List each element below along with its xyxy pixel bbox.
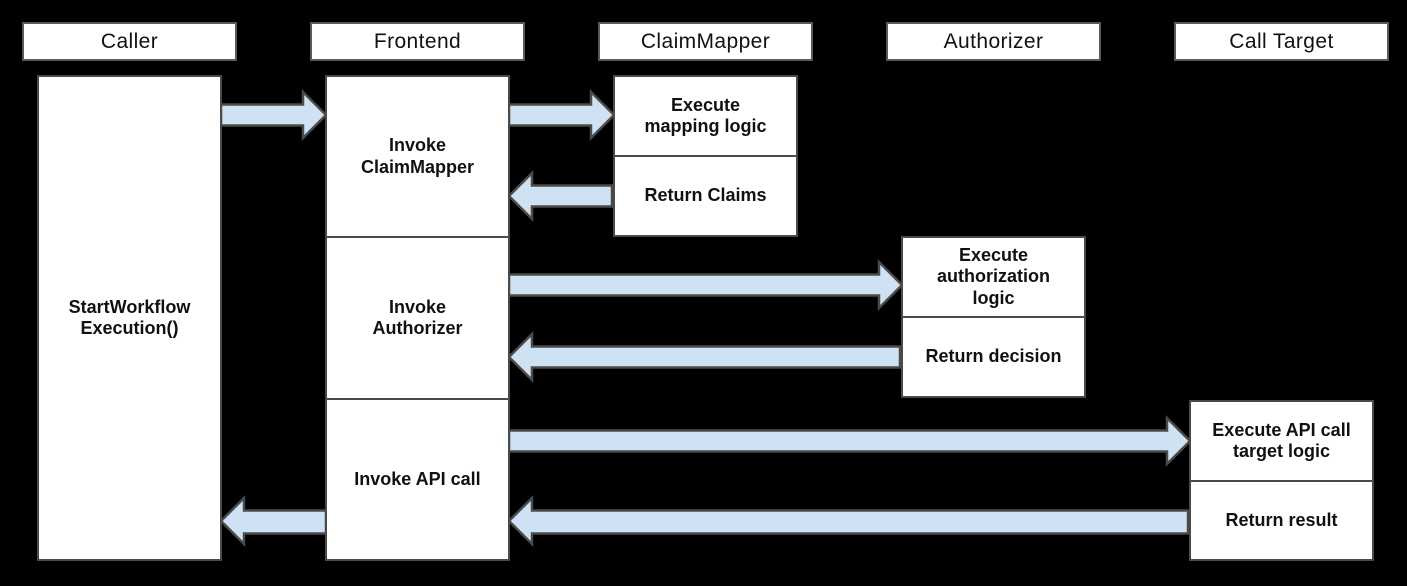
step-invoke-api-call: Invoke API call [327, 397, 508, 559]
arrow-frontend-to-authorizer [507, 258, 904, 312]
actor-label-call-target: Call Target [1229, 29, 1334, 53]
actor-header-frontend: Frontend [310, 22, 525, 61]
arrow-caller-to-frontend [219, 88, 328, 142]
arrow-calltarget-to-frontend [507, 494, 1190, 548]
activation-authorizer: Execute authorization logic Return decis… [901, 236, 1086, 398]
step-invoke-authorizer: Invoke Authorizer [327, 236, 508, 397]
actor-header-claimmapper: ClaimMapper [598, 22, 813, 61]
actor-header-authorizer: Authorizer [886, 22, 1101, 61]
arrow-claimmapper-to-frontend [507, 169, 614, 223]
step-return-result: Return result [1191, 479, 1372, 560]
actor-label-caller: Caller [100, 29, 159, 53]
actor-label-authorizer: Authorizer [943, 29, 1044, 53]
activation-call-target: Execute API call target logic Return res… [1189, 400, 1374, 561]
step-execute-mapping-logic: Execute mapping logic [644, 94, 767, 136]
step-invoke-claimmapper: Invoke ClaimMapper [360, 135, 475, 177]
activation-claimmapper: Execute mapping logic Return Claims [613, 75, 798, 237]
activation-frontend: Invoke ClaimMapper Invoke Authorizer Inv… [325, 75, 510, 561]
step-execute-api-call-target-logic: Execute API call target logic [1212, 419, 1351, 461]
actor-label-frontend: Frontend [373, 29, 462, 53]
arrow-frontend-to-calltarget [507, 414, 1192, 468]
arrow-frontend-to-caller [219, 494, 328, 548]
arrow-frontend-to-claimmapper [507, 88, 616, 142]
actor-header-caller: Caller [22, 22, 237, 61]
actor-label-claimmapper: ClaimMapper [640, 29, 771, 53]
activation-caller: StartWorkflow Execution() [37, 75, 222, 561]
arrow-authorizer-to-frontend [507, 330, 902, 384]
step-return-decision: Return decision [903, 316, 1084, 396]
step-execute-authorization-logic: Execute authorization logic [937, 245, 1050, 308]
step-start-workflow-execution: StartWorkflow Execution() [68, 296, 191, 338]
actor-header-call-target: Call Target [1174, 22, 1389, 61]
step-return-claims: Return Claims [615, 155, 796, 235]
